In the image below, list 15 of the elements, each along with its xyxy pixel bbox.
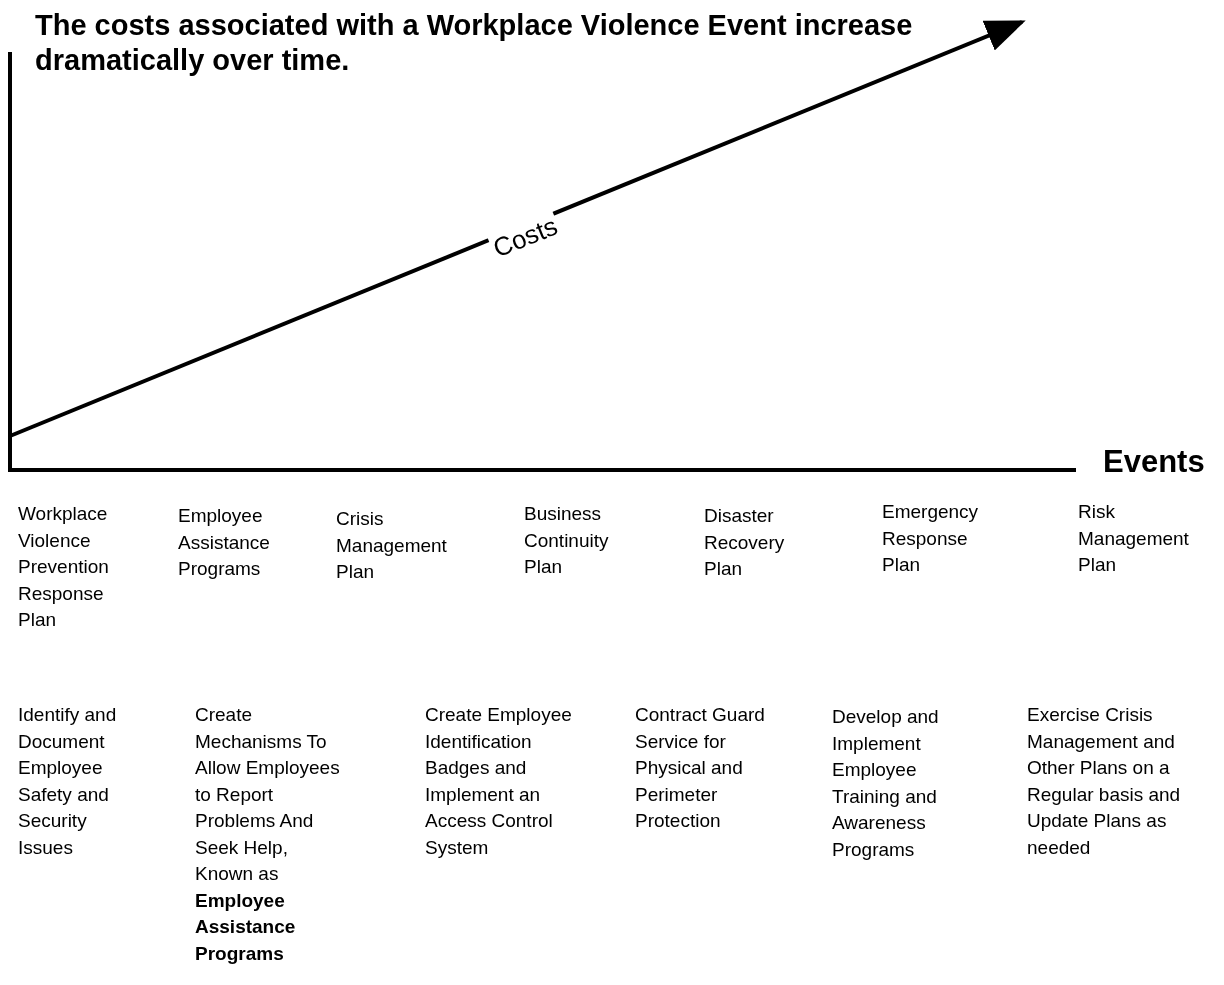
event-label: Workplace Violence Prevention Response Plan <box>18 502 110 632</box>
action-text: Create Mechanisms To Allow Employees to Report Problems And Seek Help, Known as Employee Assistance Programs <box>195 703 341 966</box>
action-text: Identify and Document Employee Safety and Security Issues <box>18 703 118 860</box>
event-label: Employee Assistance Programs <box>178 504 271 581</box>
action-text: Develop and Implement Employee Training and Awareness Programs <box>832 705 940 862</box>
event-label: Business Continuity Plan <box>524 502 610 579</box>
event-label: Emergency Response Plan <box>882 500 980 577</box>
event-label: Crisis Management Plan <box>336 507 448 584</box>
axis-label: Events <box>1103 444 1205 480</box>
event-label: Disaster Recovery Plan <box>704 504 786 581</box>
chart-title: The costs associated with a Workplace Violence Event increase dramatically over time. <box>35 8 914 78</box>
event-label: Risk Management Plan <box>1078 500 1190 577</box>
action-text: Create Employee Identification Badges and Implement an Access Control System <box>425 703 573 860</box>
action-text: Exercise Crisis Management and Other Plans on a Regular basis and Update Plans as needed <box>1027 703 1182 860</box>
action-text: Contract Guard Service for Physical and Perimeter Protection <box>635 703 765 833</box>
